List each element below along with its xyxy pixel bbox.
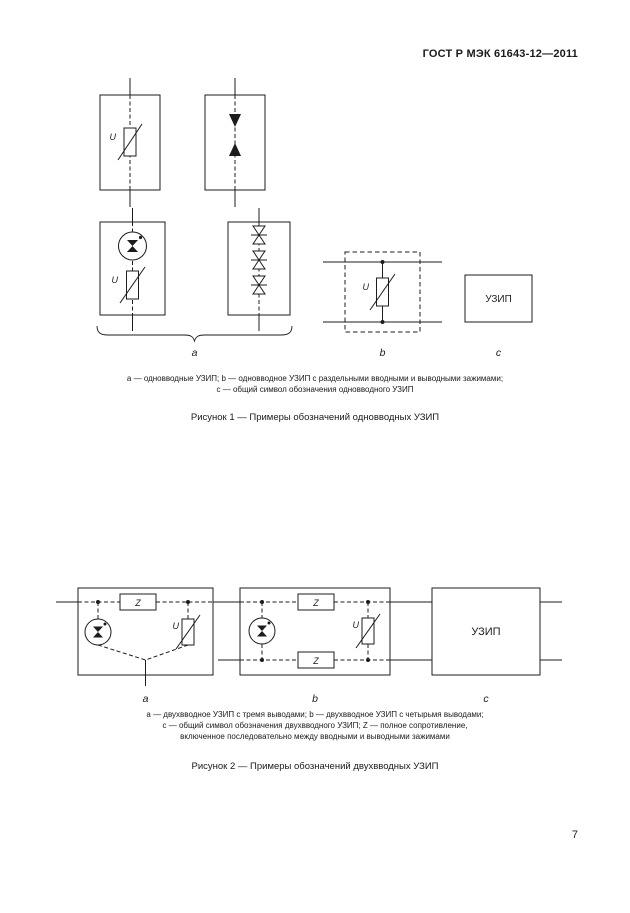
- impedance-z-label: Z: [312, 656, 319, 666]
- figure2-title: Рисунок 2 — Примеры обозначений двухввод…: [191, 761, 439, 772]
- fig1-general-spd-symbol: УЗИП c: [464, 274, 533, 359]
- figure1-caption-line1: a — одновводные УЗИП; b — одновводное УЗ…: [126, 374, 504, 383]
- bidirectional-diode-icon: [251, 275, 267, 295]
- fig1-varistor-spd-symbol: U: [99, 78, 161, 207]
- fig1-gdt-varistor-spd-symbol: U: [99, 208, 166, 331]
- impedance-z-label: Z: [134, 598, 141, 608]
- figure1-caption: a — одновводные УЗИП; b — одновводное УЗ…: [0, 373, 630, 395]
- fig2-label-b: b: [312, 693, 318, 705]
- figure2-caption-line3: включенное последовательно между вводным…: [180, 732, 450, 741]
- spark-gap-arrow-down-icon: [229, 114, 241, 127]
- impedance-icon: [119, 593, 157, 611]
- impedance-z-label: Z: [312, 598, 319, 608]
- fig2-label-c: c: [483, 693, 489, 705]
- bidirectional-diode-icon: [251, 225, 267, 245]
- document-header: ГОСТ Р МЭК 61643-12—2011: [422, 48, 578, 60]
- fig2-label-a: a: [143, 693, 149, 705]
- figure1-caption-line2: c — общий символ обозначения одновводног…: [216, 385, 414, 394]
- spark-gap-arrow-up-icon: [229, 143, 241, 156]
- figure1-diagram: U U: [96, 78, 533, 359]
- figure2-caption-line1: a — двухвводное УЗИП с тремя выводами; b…: [146, 710, 484, 719]
- impedance-icon: [297, 651, 335, 669]
- figure2-diagram: Z U a Z: [56, 587, 562, 705]
- fig1-separate-terminals-spd-symbol: U b: [323, 251, 442, 359]
- fig1-label-c: c: [496, 347, 502, 359]
- uzip-box-label: УЗИП: [485, 294, 512, 305]
- varistor-u-label: U: [110, 132, 117, 142]
- fig1-group-a-brace: a: [96, 325, 293, 359]
- uzip-box-label: УЗИП: [471, 626, 500, 638]
- figure2-caption: a — двухвводное УЗИП с тремя выводами; b…: [0, 709, 630, 742]
- fig1-spark-gap-spd-symbol: [204, 78, 266, 207]
- fig1-label-b: b: [380, 347, 386, 359]
- figure2-caption-line2: c — общий символ обозначения двухвводног…: [162, 721, 468, 730]
- figure1-title: Рисунок 1 — Примеры обозначений одноввод…: [190, 412, 440, 423]
- bidirectional-diode-icon: [251, 250, 267, 270]
- fig2-four-terminal-spd-symbol: Z Z U b: [218, 587, 412, 705]
- fig2-general-spd-symbol: УЗИП c: [410, 587, 562, 705]
- impedance-icon: [297, 593, 335, 611]
- varistor-u-label: U: [112, 275, 119, 285]
- varistor-u-label: U: [363, 282, 370, 292]
- page-number: 7: [571, 829, 578, 841]
- fig2-three-terminal-spd-symbol: Z U a: [56, 587, 235, 705]
- fig1-diode-stack-spd-symbol: [227, 208, 291, 331]
- fig1-label-a: a: [192, 347, 198, 359]
- varistor-u-label: U: [353, 620, 360, 630]
- varistor-u-label: U: [173, 621, 180, 631]
